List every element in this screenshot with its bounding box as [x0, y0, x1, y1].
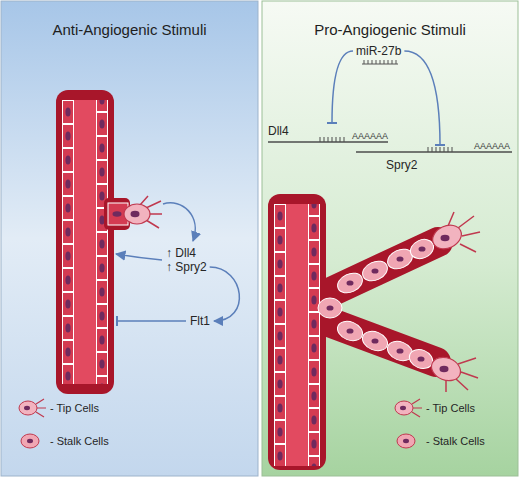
- tip-cell-icon: [19, 399, 46, 417]
- stalk-cell-icon: [21, 434, 39, 448]
- legend-text: - Tip Cells: [426, 402, 475, 414]
- gene-label: Flt1: [190, 314, 210, 328]
- legend-item: - Stalk Cells: [426, 434, 485, 448]
- polya-tail: AAAAAA: [474, 141, 510, 151]
- legend-item: - Tip Cells: [426, 401, 475, 415]
- panel-heading: Pro-Angiogenic Stimuli: [262, 1, 518, 38]
- panel-heading: Anti-Angiogenic Stimuli: [1, 1, 258, 38]
- stimulus-panel: Anti-Angiogenic Stimuli ↑ Dll4↑ Spry2Flt1: [1, 1, 258, 476]
- polya-tail: AAAAAA: [352, 131, 388, 141]
- legend-text: - Tip Cells: [50, 402, 99, 414]
- legend-text: - Stalk Cells: [426, 435, 485, 447]
- gene-name: Flt1: [190, 314, 210, 328]
- stalk-cell-icon: [397, 434, 415, 448]
- activation-arrow: [210, 267, 240, 321]
- tip-cell-icon: [395, 399, 422, 417]
- inhibition-line: [332, 51, 353, 123]
- gene-label: ↑ Dll4↑ Spry2: [166, 246, 207, 274]
- mirna-label: miR-27b: [356, 44, 401, 58]
- gene-name: ↑ Spry2: [166, 260, 207, 274]
- legend-text: - Stalk Cells: [50, 435, 109, 447]
- stimulus-panel: Pro-Angiogenic StimulimiR-27bDll4Spry2: [262, 1, 518, 476]
- inhibition-line: [404, 51, 440, 145]
- gene-name: miR-27b: [356, 44, 401, 58]
- gene-name: Spry2: [386, 158, 510, 172]
- legend-item: - Stalk Cells: [50, 434, 109, 448]
- legend-item: - Tip Cells: [50, 401, 99, 415]
- gene-name: ↑ Dll4: [166, 246, 207, 260]
